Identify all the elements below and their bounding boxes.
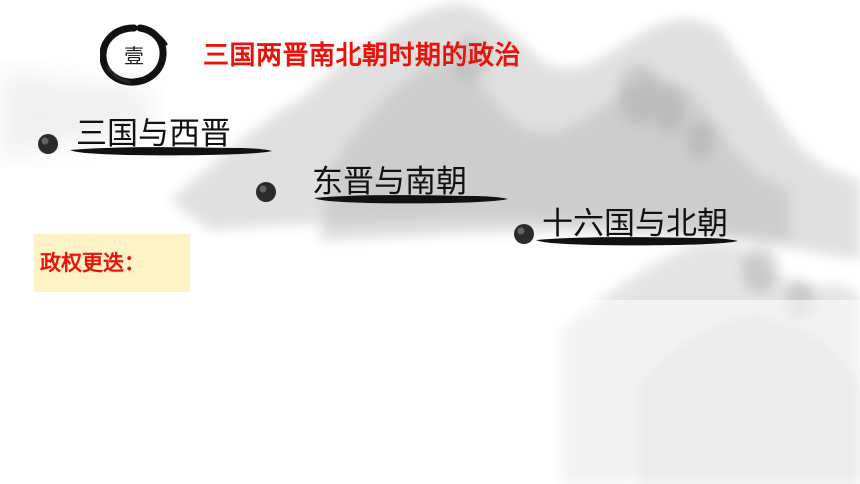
regime-change-note: 政权更迭： xyxy=(34,234,190,292)
topic-label: 东晋与南朝 xyxy=(312,164,467,200)
topic-label: 十六国与北朝 xyxy=(542,206,728,242)
ink-brush-circle-icon xyxy=(99,24,168,86)
topic-label: 三国与西晋 xyxy=(76,116,231,152)
section-title: 三国两晋南北朝时期的政治 xyxy=(203,41,522,71)
ink-dot-icon xyxy=(514,224,534,244)
brush-stroke-underline xyxy=(536,237,738,246)
brush-stroke-underline xyxy=(70,147,272,156)
ink-dot-icon xyxy=(38,134,58,154)
regime-change-label: 政权更迭： xyxy=(40,251,145,275)
topic-shiliuguo-beichao[interactable]: 十六国与北朝 xyxy=(512,202,762,258)
topic-sanguo-xijin[interactable]: 三国与西晋 xyxy=(36,112,286,168)
topic-dongjin-nanchao[interactable]: 东晋与南朝 xyxy=(254,160,514,216)
section-badge-char: 壹 xyxy=(118,40,150,72)
brush-stroke-underline xyxy=(314,195,508,204)
section-badge: 壹 xyxy=(99,24,176,86)
ink-dot-icon xyxy=(256,182,276,202)
